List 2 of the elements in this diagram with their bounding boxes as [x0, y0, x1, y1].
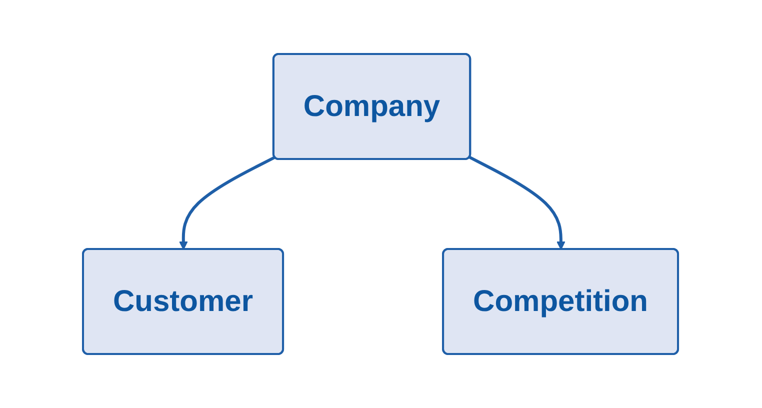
arrow: [470, 156, 566, 250]
arrow: [180, 156, 276, 250]
